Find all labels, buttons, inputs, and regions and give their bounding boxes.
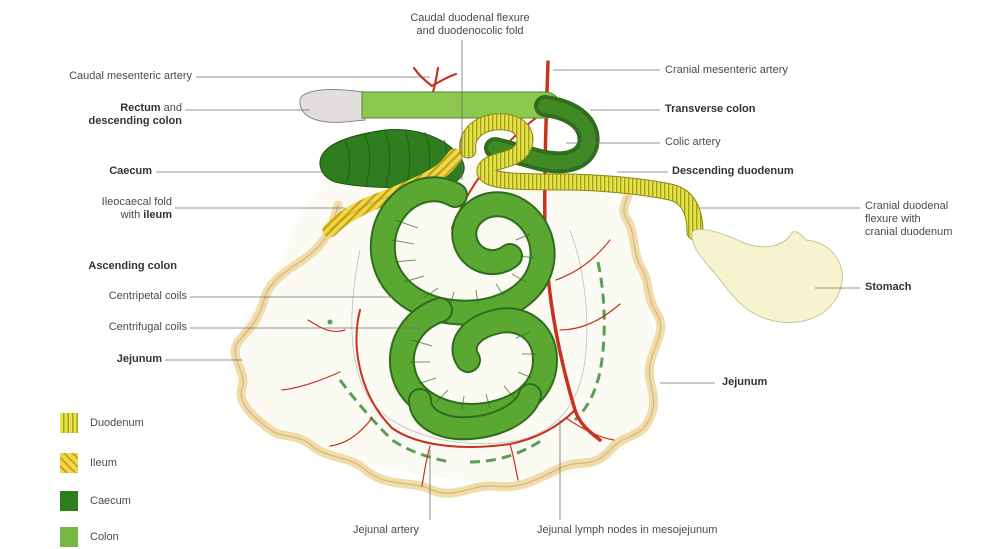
stomach: [692, 230, 843, 323]
legend-label-caecum: Caecum: [90, 495, 131, 507]
label-cranial-mesenteric-artery: Cranial mesenteric artery: [665, 64, 788, 77]
caudal-flexure-line-2: and duodenocolic fold: [385, 25, 555, 38]
label-caudal-duodenal-flexure: Caudal duodenal flexure and duodenocolic…: [385, 12, 555, 38]
rectum-and: and: [164, 102, 182, 114]
cranial-flexure-line-2: flexure with: [865, 213, 952, 226]
label-cranial-duodenal-flexure: Cranial duodenal flexure with cranial du…: [865, 200, 952, 239]
legend-item-colon: Colon: [60, 526, 119, 548]
label-caudal-mesenteric-artery: Caudal mesenteric artery: [2, 70, 192, 83]
caudal-flexure-line-1: Caudal duodenal flexure: [385, 12, 555, 25]
label-descending-duodenum: Descending duodenum: [672, 165, 794, 178]
legend-label-ileum: Ileum: [90, 457, 117, 469]
label-ileocaecal-fold: Ileocaecal fold with ileum: [2, 196, 172, 222]
label-ascending-colon: Ascending colon: [2, 260, 177, 273]
label-rectum: Rectum and descending colon: [2, 102, 182, 128]
descending-colon: [362, 92, 560, 118]
label-jejunum-right: Jejunum: [722, 376, 767, 389]
cranial-flexure-line-1: Cranial duodenal: [865, 200, 952, 213]
legend-swatch-duodenum: [60, 413, 78, 433]
legend-item-duodenum: Duodenum: [60, 412, 144, 434]
legend-item-caecum: Caecum: [60, 490, 131, 512]
ileocaecal-with: with: [121, 209, 141, 221]
label-colic-artery: Colic artery: [665, 136, 721, 149]
rectum-bold: Rectum: [120, 102, 160, 114]
ileocaecal-ileum: ileum: [143, 209, 172, 221]
legend-label-duodenum: Duodenum: [90, 417, 144, 429]
label-transverse-colon: Transverse colon: [665, 103, 756, 116]
label-jejunal-lymph-nodes: Jejunal lymph nodes in mesojejunum: [537, 524, 717, 537]
legend-swatch-colon: [60, 527, 78, 547]
legend-item-ileum: Ileum: [60, 452, 117, 474]
label-stomach: Stomach: [865, 281, 911, 294]
cranial-flexure-line-3: cranial duodenum: [865, 226, 952, 239]
rectum: [300, 90, 365, 123]
legend-swatch-ileum: [60, 453, 78, 473]
label-centripetal-coils: Centripetal coils: [2, 290, 187, 303]
ileocaecal-line-1: Ileocaecal fold: [2, 196, 172, 209]
lymph-node: [328, 320, 333, 325]
label-jejunum-left: Jejunum: [2, 353, 162, 366]
label-centrifugal-coils: Centrifugal coils: [2, 321, 187, 334]
label-jejunal-artery: Jejunal artery: [353, 524, 419, 537]
legend-swatch-caecum: [60, 491, 78, 511]
legend-label-colon: Colon: [90, 531, 119, 543]
label-caecum: Caecum: [2, 165, 152, 178]
rectum-line-2: descending colon: [2, 115, 182, 128]
